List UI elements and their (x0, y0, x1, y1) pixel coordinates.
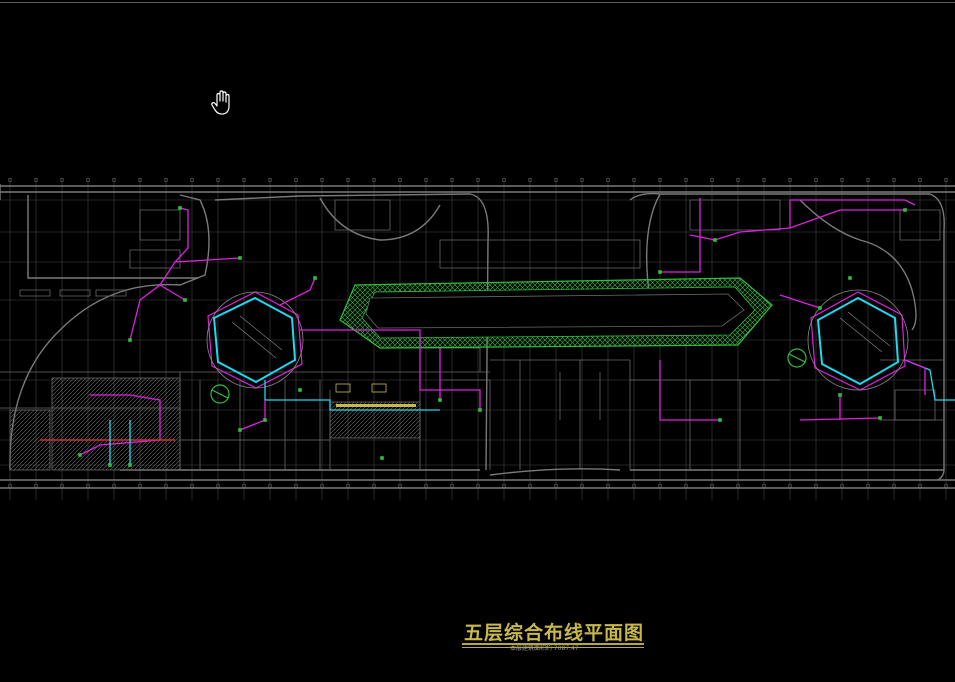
grid-bubble (631, 177, 637, 183)
grid-bubble (137, 177, 143, 183)
network-outlet (263, 418, 267, 422)
network-outlet (238, 256, 242, 260)
hatched-shafts (9, 377, 421, 471)
grid-bubble (917, 177, 923, 183)
grid-bubble (475, 177, 481, 183)
grid-bubble (293, 177, 299, 183)
grid-bubble (891, 177, 897, 183)
grid-bubble (605, 177, 611, 183)
network-outlet (713, 238, 717, 242)
network-outlet (478, 408, 482, 412)
grid-bubble (527, 177, 533, 183)
network-outlet (848, 276, 852, 280)
hand-icon (208, 89, 236, 117)
grid-bubble (839, 177, 845, 183)
network-outlet (128, 463, 132, 467)
network-outlet (128, 338, 132, 342)
network-outlet (380, 456, 384, 460)
building-outline (0, 184, 955, 489)
grid-bubble (345, 177, 351, 183)
grid-bubble (423, 177, 429, 183)
grid-bubble (59, 177, 65, 183)
equipment-symbols (210, 348, 807, 404)
cabling-routes (40, 198, 955, 465)
network-outlet (78, 453, 82, 457)
grid-bubble (501, 177, 507, 183)
grid-bubble (189, 177, 195, 183)
grid-bubble (553, 177, 559, 183)
title-block: 五层综合布线平面图 本层建筑面积约 7087.47 (460, 618, 646, 652)
grid-bubble (397, 177, 403, 183)
network-outlet (878, 416, 882, 420)
grid-bubble (449, 177, 455, 183)
grid-bubble (163, 177, 169, 183)
grid-bubble (33, 177, 39, 183)
grid-bubble (787, 177, 793, 183)
grid-bubble (683, 177, 689, 183)
grid-bubble (371, 177, 377, 183)
title-underline (462, 643, 644, 645)
right-hex-atrium (807, 289, 909, 391)
grid-bubble (943, 177, 949, 183)
network-outlet (183, 298, 187, 302)
network-outlet (838, 393, 842, 397)
network-outlet (108, 463, 112, 467)
network-outlet (718, 418, 722, 422)
network-outlet (818, 306, 822, 310)
left-hex-atrium (206, 291, 304, 389)
drawing-subtitle: 本层建筑面积约 7087.47 (510, 645, 579, 652)
viewport-top-border (0, 2, 955, 3)
grid-bubble (267, 177, 273, 183)
grid-bubble (761, 177, 767, 183)
grid-bubble (579, 177, 585, 183)
cable-tray (335, 383, 416, 407)
network-outlet (438, 398, 442, 402)
grid-bubble (813, 177, 819, 183)
grid-bubble (319, 177, 325, 183)
grid-bubble (85, 177, 91, 183)
grid-bubble (111, 177, 117, 183)
drawing-title: 五层综合布线平面图 (464, 622, 645, 644)
grid-bubble (7, 177, 13, 183)
grid-bubble (709, 177, 715, 183)
network-outlet (178, 206, 182, 210)
network-outlet (313, 276, 317, 280)
grid-bubble (865, 177, 871, 183)
grid-bubble (241, 177, 247, 183)
title-underline (462, 647, 644, 648)
grid-bubble (215, 177, 221, 183)
cabling-outlets (78, 206, 907, 467)
network-outlet (903, 208, 907, 212)
grid-bubble (657, 177, 663, 183)
network-outlet (238, 428, 242, 432)
network-outlet (298, 388, 302, 392)
network-outlet (658, 270, 662, 274)
atrium-landscape (339, 277, 773, 349)
grid-bubble (735, 177, 741, 183)
